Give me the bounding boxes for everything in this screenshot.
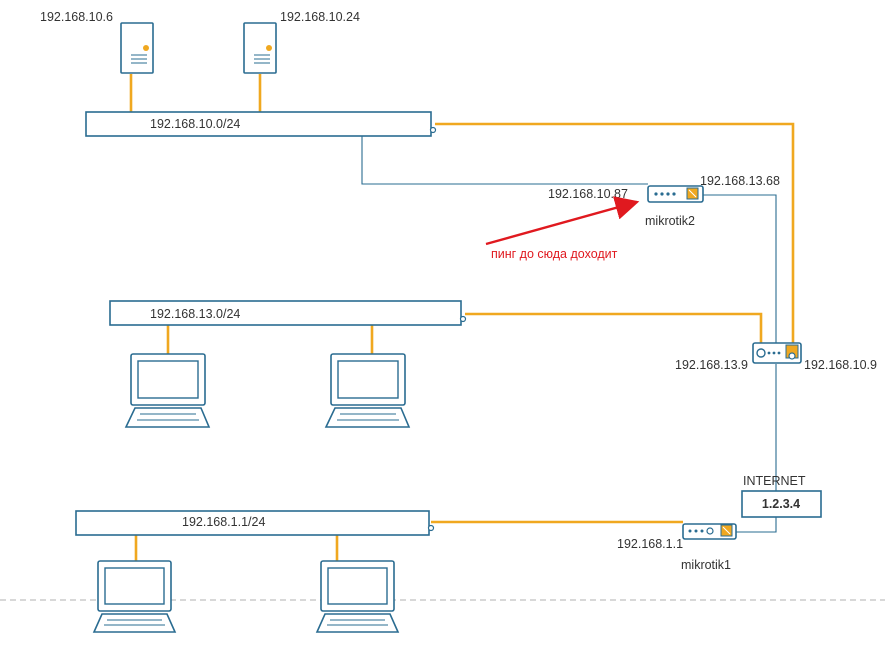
internet-box[interactable] bbox=[741, 490, 822, 518]
pc-icon[interactable] bbox=[324, 353, 411, 428]
central-router-icon[interactable] bbox=[752, 342, 802, 364]
server-icon[interactable] bbox=[243, 22, 277, 74]
router-left-ip: 192.168.13.9 bbox=[675, 358, 748, 372]
pc-icon[interactable] bbox=[92, 560, 177, 633]
mikrotik2-router-icon[interactable] bbox=[647, 185, 704, 203]
mikrotik2-left-ip: 192.168.10.87 bbox=[548, 187, 628, 201]
mikrotik1-name: mikrotik1 bbox=[681, 558, 731, 572]
annotation-text: пинг до сюда доходит bbox=[491, 247, 618, 261]
mikrotik1-router-icon[interactable] bbox=[682, 523, 737, 540]
mikrotik2-name: mikrotik2 bbox=[645, 214, 695, 228]
network-bus-13[interactable] bbox=[109, 300, 467, 326]
network-bus-1[interactable] bbox=[75, 510, 435, 536]
net13-label: 192.168.13.0/24 bbox=[150, 307, 240, 321]
annotation-arrow bbox=[485, 196, 640, 246]
internet-label: INTERNET bbox=[743, 474, 806, 488]
server1-ip-label: 192.168.10.6 bbox=[40, 10, 113, 24]
mikrotik1-ip: 192.168.1.1 bbox=[617, 537, 683, 551]
orange-links bbox=[129, 74, 795, 561]
internet-ip: 1.2.3.4 bbox=[762, 497, 800, 511]
server-icon[interactable] bbox=[120, 22, 154, 74]
pc-icon[interactable] bbox=[315, 560, 400, 633]
pc-icon[interactable] bbox=[124, 353, 211, 428]
server2-ip-label: 192.168.10.24 bbox=[280, 10, 360, 24]
net1-label: 192.168.1.1/24 bbox=[182, 515, 265, 529]
router-right-ip: 192.168.10.9 bbox=[804, 358, 877, 372]
net10-label: 192.168.10.0/24 bbox=[150, 117, 240, 131]
network-bus-10[interactable] bbox=[85, 111, 437, 137]
mikrotik2-right-ip: 192.168.13.68 bbox=[700, 174, 780, 188]
